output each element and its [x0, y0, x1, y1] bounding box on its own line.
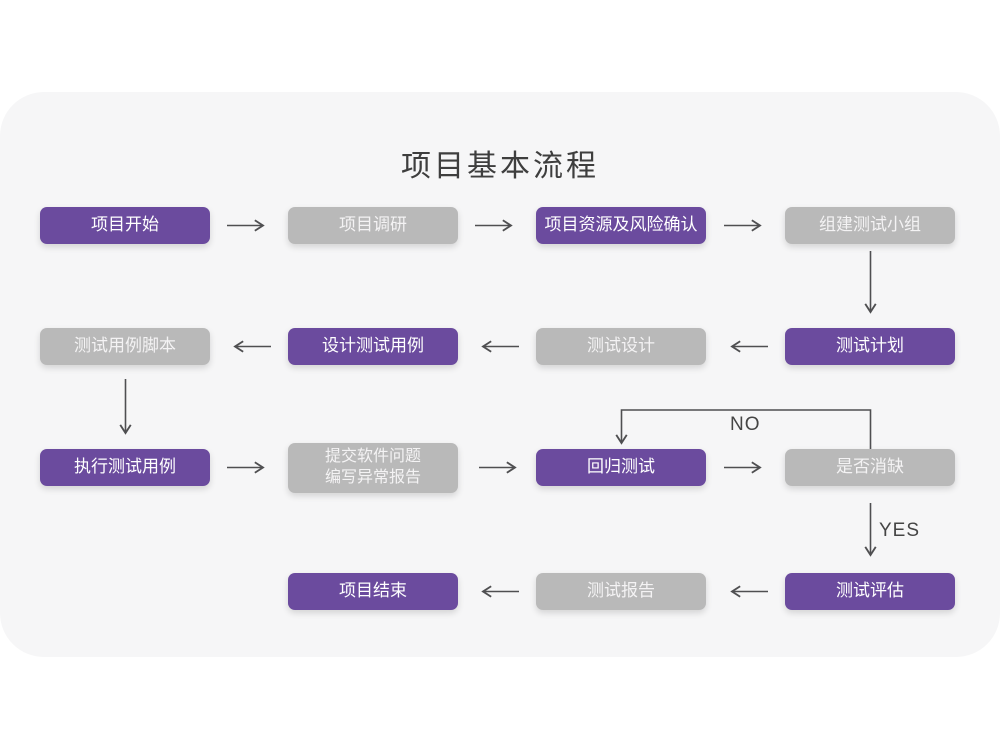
node-resource-risk-confirm: 项目资源及风险确认: [536, 207, 706, 244]
node-project-start: 项目开始: [40, 207, 210, 244]
node-label: 执行测试用例: [74, 457, 176, 477]
node-project-research: 项目调研: [288, 207, 458, 244]
node-submit-issues-report: 提交软件问题 编写异常报告: [288, 443, 458, 493]
node-label: 提交软件问题 编写异常报告: [324, 448, 421, 486]
node-test-case-script: 测试用例脚本: [40, 328, 210, 365]
node-label: 测试计划: [836, 336, 904, 356]
node-regression-test: 回归测试: [536, 449, 706, 486]
node-execute-test-cases: 执行测试用例: [40, 449, 210, 486]
node-label: 项目调研: [339, 215, 407, 235]
node-test-plan: 测试计划: [785, 328, 955, 365]
node-label: 组建测试小组: [819, 215, 921, 235]
node-label: 测试用例脚本: [74, 336, 176, 356]
node-test-evaluation: 测试评估: [785, 573, 955, 610]
node-label: 测试报告: [587, 581, 655, 601]
node-project-end: 项目结束: [288, 573, 458, 610]
diagram-card: [0, 92, 1000, 657]
node-label: 测试设计: [587, 336, 655, 356]
node-label: 项目开始: [91, 215, 159, 235]
node-label: 是否消缺: [836, 457, 904, 477]
node-test-report: 测试报告: [536, 573, 706, 610]
node-label: 项目资源及风险确认: [544, 215, 698, 235]
no-branch-label: NO: [730, 414, 761, 435]
node-defect-resolved-check: 是否消缺: [785, 449, 955, 486]
node-design-test-cases: 设计测试用例: [288, 328, 458, 365]
node-label: 项目结束: [339, 581, 407, 601]
node-label: 设计测试用例: [322, 336, 424, 356]
diagram-title: 项目基本流程: [401, 150, 599, 183]
yes-branch-label: YES: [879, 520, 921, 541]
node-test-design: 测试设计: [536, 328, 706, 365]
node-build-test-team: 组建测试小组: [785, 207, 955, 244]
node-label: 回归测试: [587, 457, 655, 477]
node-label: 测试评估: [836, 581, 904, 601]
